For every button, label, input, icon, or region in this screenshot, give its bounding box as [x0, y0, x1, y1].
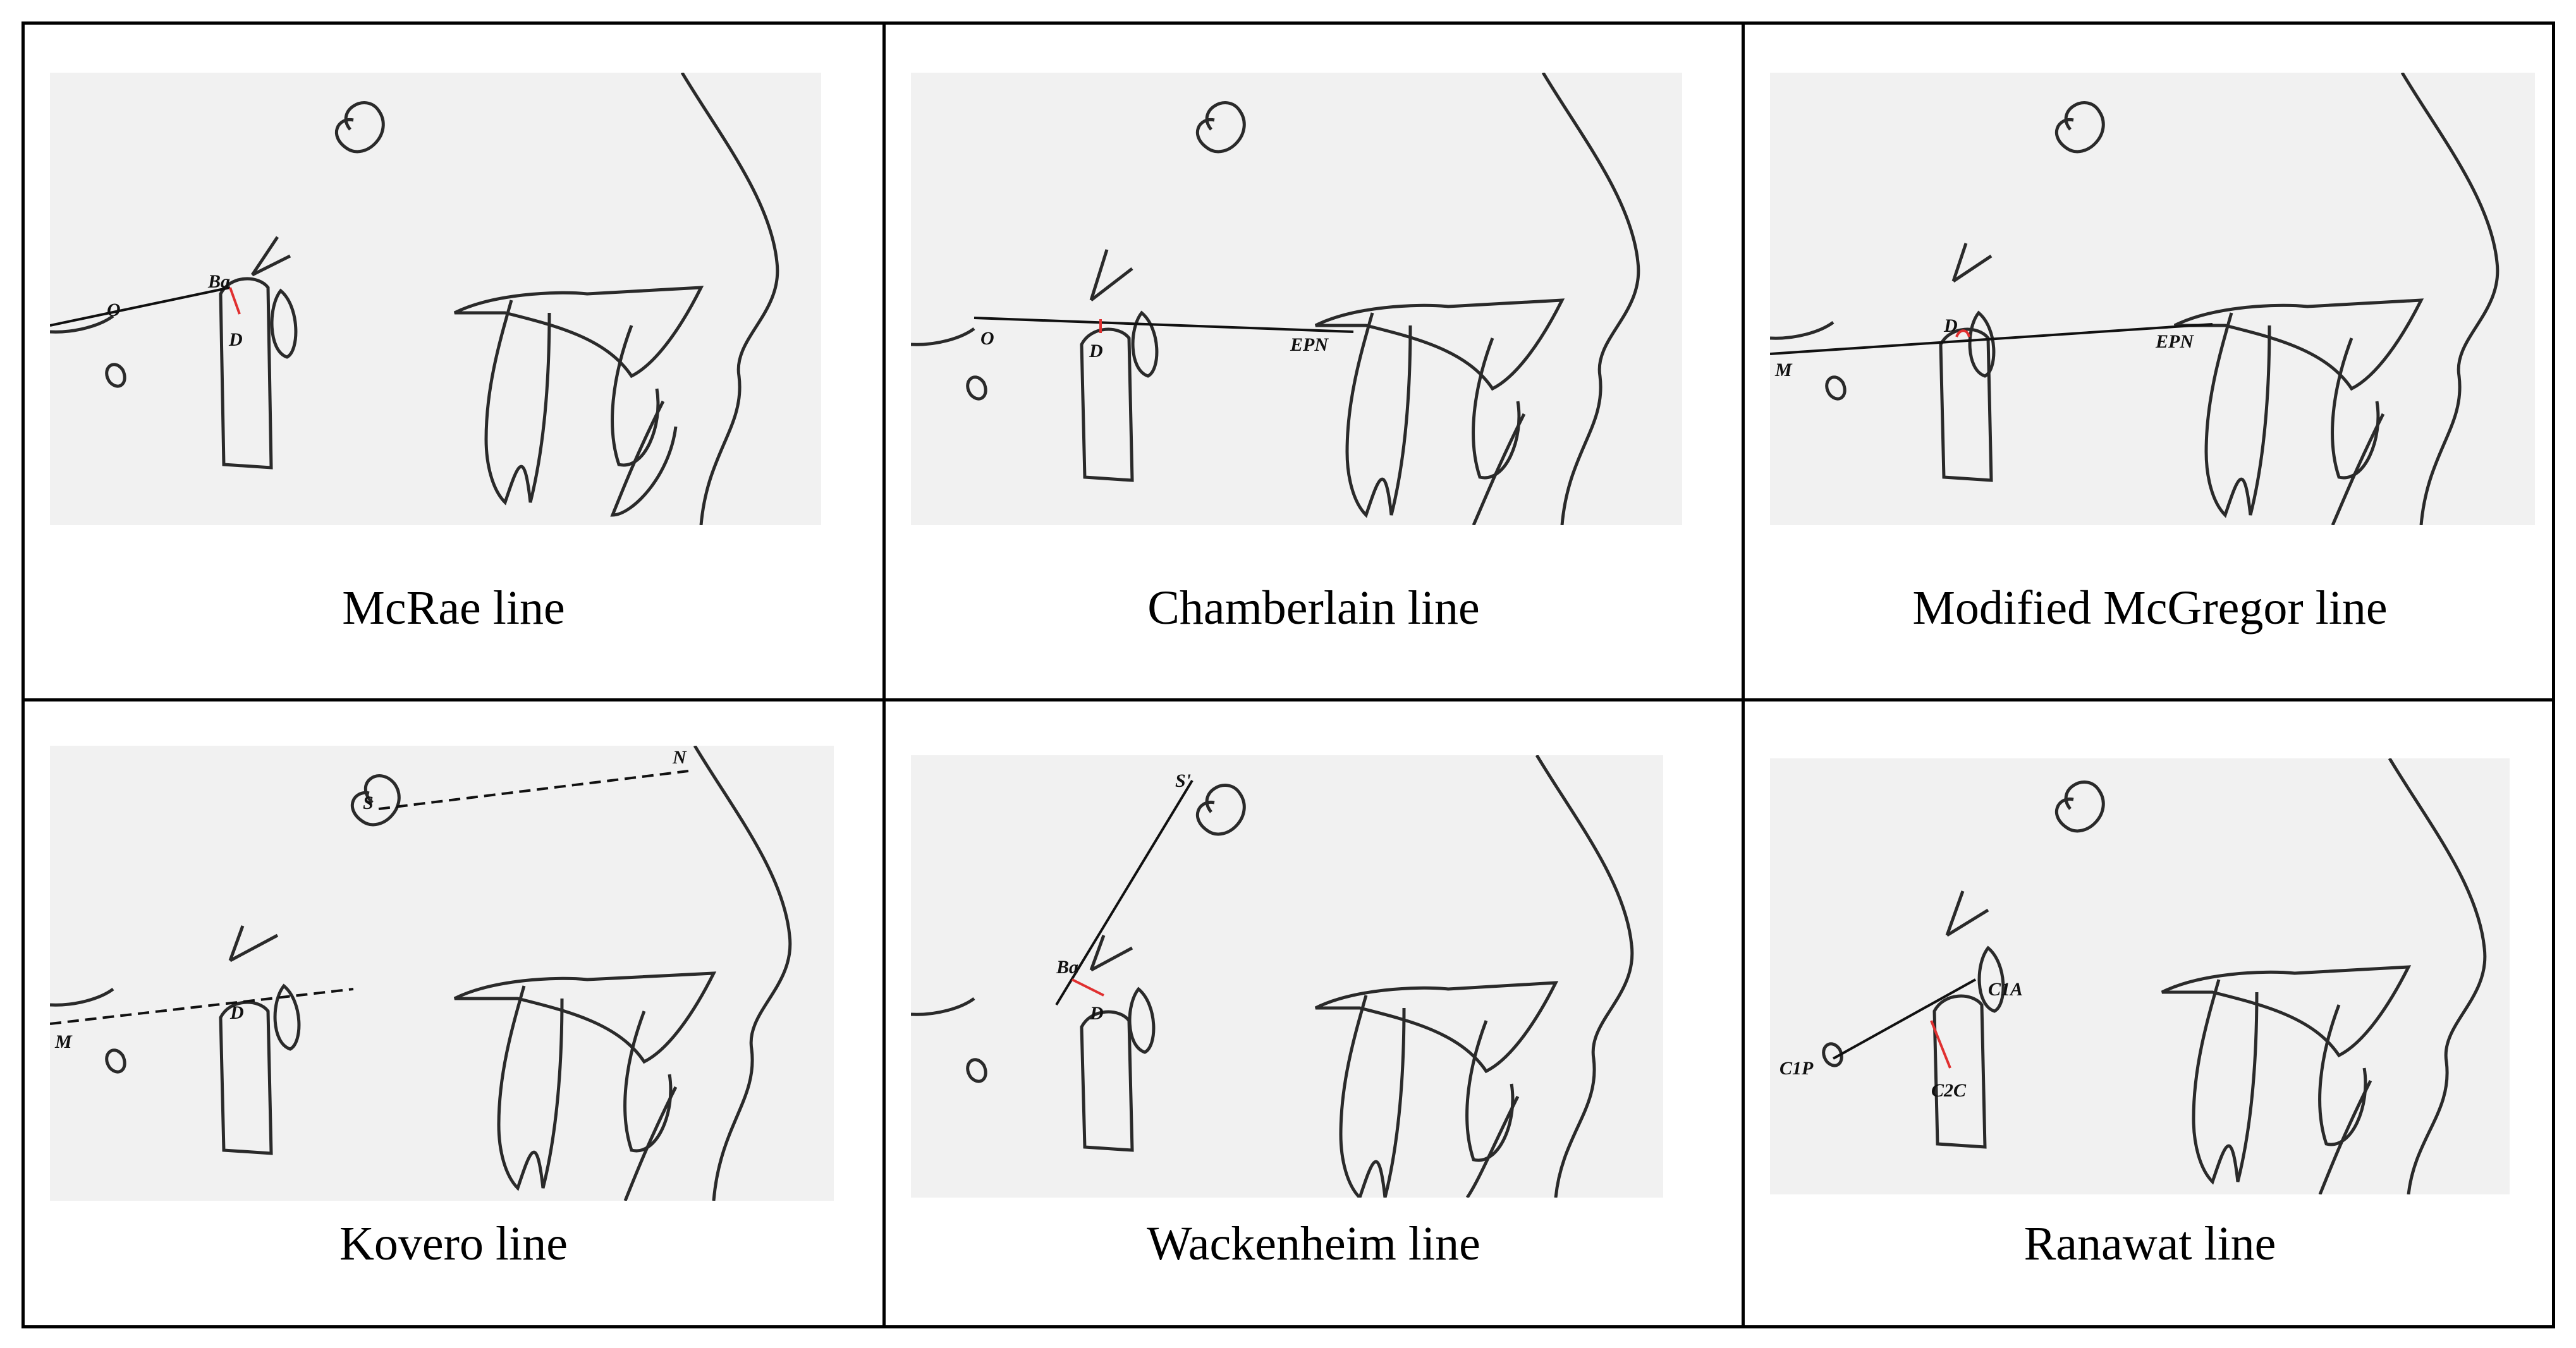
label-d: D — [1089, 1003, 1104, 1024]
label-c1a: C1A — [1988, 979, 2023, 1000]
label-c2c: C2C — [1931, 1080, 1967, 1101]
distance-marker — [1930, 1020, 1951, 1069]
figure-grid: O Ba D McRae line — [21, 21, 2555, 1328]
label-n: N — [672, 747, 687, 768]
radiograph-tracing-mcgregor: M D EPN — [1770, 73, 2535, 525]
tracing-svg-mcrae: O Ba D — [50, 73, 779, 525]
tracing-svg-chamberlain: O D EPN — [911, 73, 1640, 525]
grid-divider-vertical-2 — [1742, 25, 1745, 1325]
mcrae-line — [50, 286, 231, 327]
label-m: M — [54, 1031, 73, 1052]
label-d: D — [1943, 315, 1958, 336]
tracing-svg-wackenheim: S' Ba D — [911, 755, 1634, 1198]
label-s: S — [363, 792, 374, 813]
caption-mcrae: McRae line — [342, 581, 565, 635]
tracing-svg-mcgregor: M D EPN — [1770, 73, 2500, 525]
anatomy-outline — [1822, 758, 2487, 1194]
distance-marker — [1955, 329, 1970, 337]
label-d: D — [229, 1002, 244, 1023]
wackenheim-line — [1055, 779, 1193, 1006]
panel-cell-chamberlain: O D EPN Chamberlain line — [886, 25, 1742, 698]
tracing-svg-ranawat: C1A C1P C2C — [1779, 758, 2487, 1194]
label-ba: Ba — [207, 271, 230, 292]
caption-kovero: Kovero line — [339, 1217, 568, 1270]
label-m: M — [1774, 360, 1793, 380]
anatomy-outline — [50, 73, 779, 525]
panel-cell-wackenheim: S' Ba D Wackenheim line — [886, 701, 1742, 1328]
label-d: D — [1089, 341, 1103, 361]
panel-cell-kovero: S N M D Kovero line — [25, 701, 882, 1328]
anatomy-outline — [911, 73, 1640, 525]
radiograph-tracing-kovero: S N M D — [50, 746, 834, 1201]
radiograph-tracing-ranawat: C1A C1P C2C — [1770, 758, 2510, 1194]
panel-cell-mcgregor: M D EPN Modified McGregor line — [1745, 25, 2555, 698]
sella-nasion-line — [378, 770, 689, 810]
modified-mcgregor-line — [1770, 323, 2213, 355]
distance-marker — [229, 287, 241, 315]
panel-cell-ranawat: C1A C1P C2C Ranawat line — [1745, 701, 2555, 1328]
label-s-prime: S' — [1175, 770, 1191, 791]
label-ba: Ba — [1056, 957, 1078, 978]
grid-divider-vertical-1 — [882, 25, 886, 1325]
radiograph-tracing-chamberlain: O D EPN — [911, 73, 1682, 525]
panel-cell-mcrae: O Ba D McRae line — [25, 25, 882, 698]
chamberlain-line — [974, 317, 1354, 333]
anatomy-outline — [50, 746, 792, 1201]
label-o: O — [980, 328, 994, 349]
anatomy-outline — [911, 755, 1634, 1198]
caption-ranawat: Ranawat line — [2024, 1217, 2276, 1270]
tracing-svg-kovero: S N M D — [50, 746, 792, 1201]
radiograph-tracing-mcrae: O Ba D — [50, 73, 821, 525]
ranawat-line — [1833, 978, 1976, 1060]
anatomy-outline — [1770, 73, 2500, 525]
label-o: O — [107, 300, 121, 320]
grid-divider-horizontal — [25, 698, 2552, 701]
distance-marker — [1071, 978, 1104, 997]
label-d: D — [228, 329, 243, 350]
radiograph-tracing-wackenheim: S' Ba D — [911, 755, 1663, 1198]
label-c1p: C1P — [1779, 1058, 1814, 1079]
label-epn: EPN — [2155, 331, 2194, 352]
label-epn: EPN — [1290, 334, 1329, 355]
caption-chamberlain: Chamberlain line — [1147, 581, 1480, 635]
caption-mcgregor: Modified McGregor line — [1912, 581, 2388, 635]
caption-wackenheim: Wackenheim line — [1147, 1217, 1480, 1270]
kovero-line — [50, 988, 354, 1025]
